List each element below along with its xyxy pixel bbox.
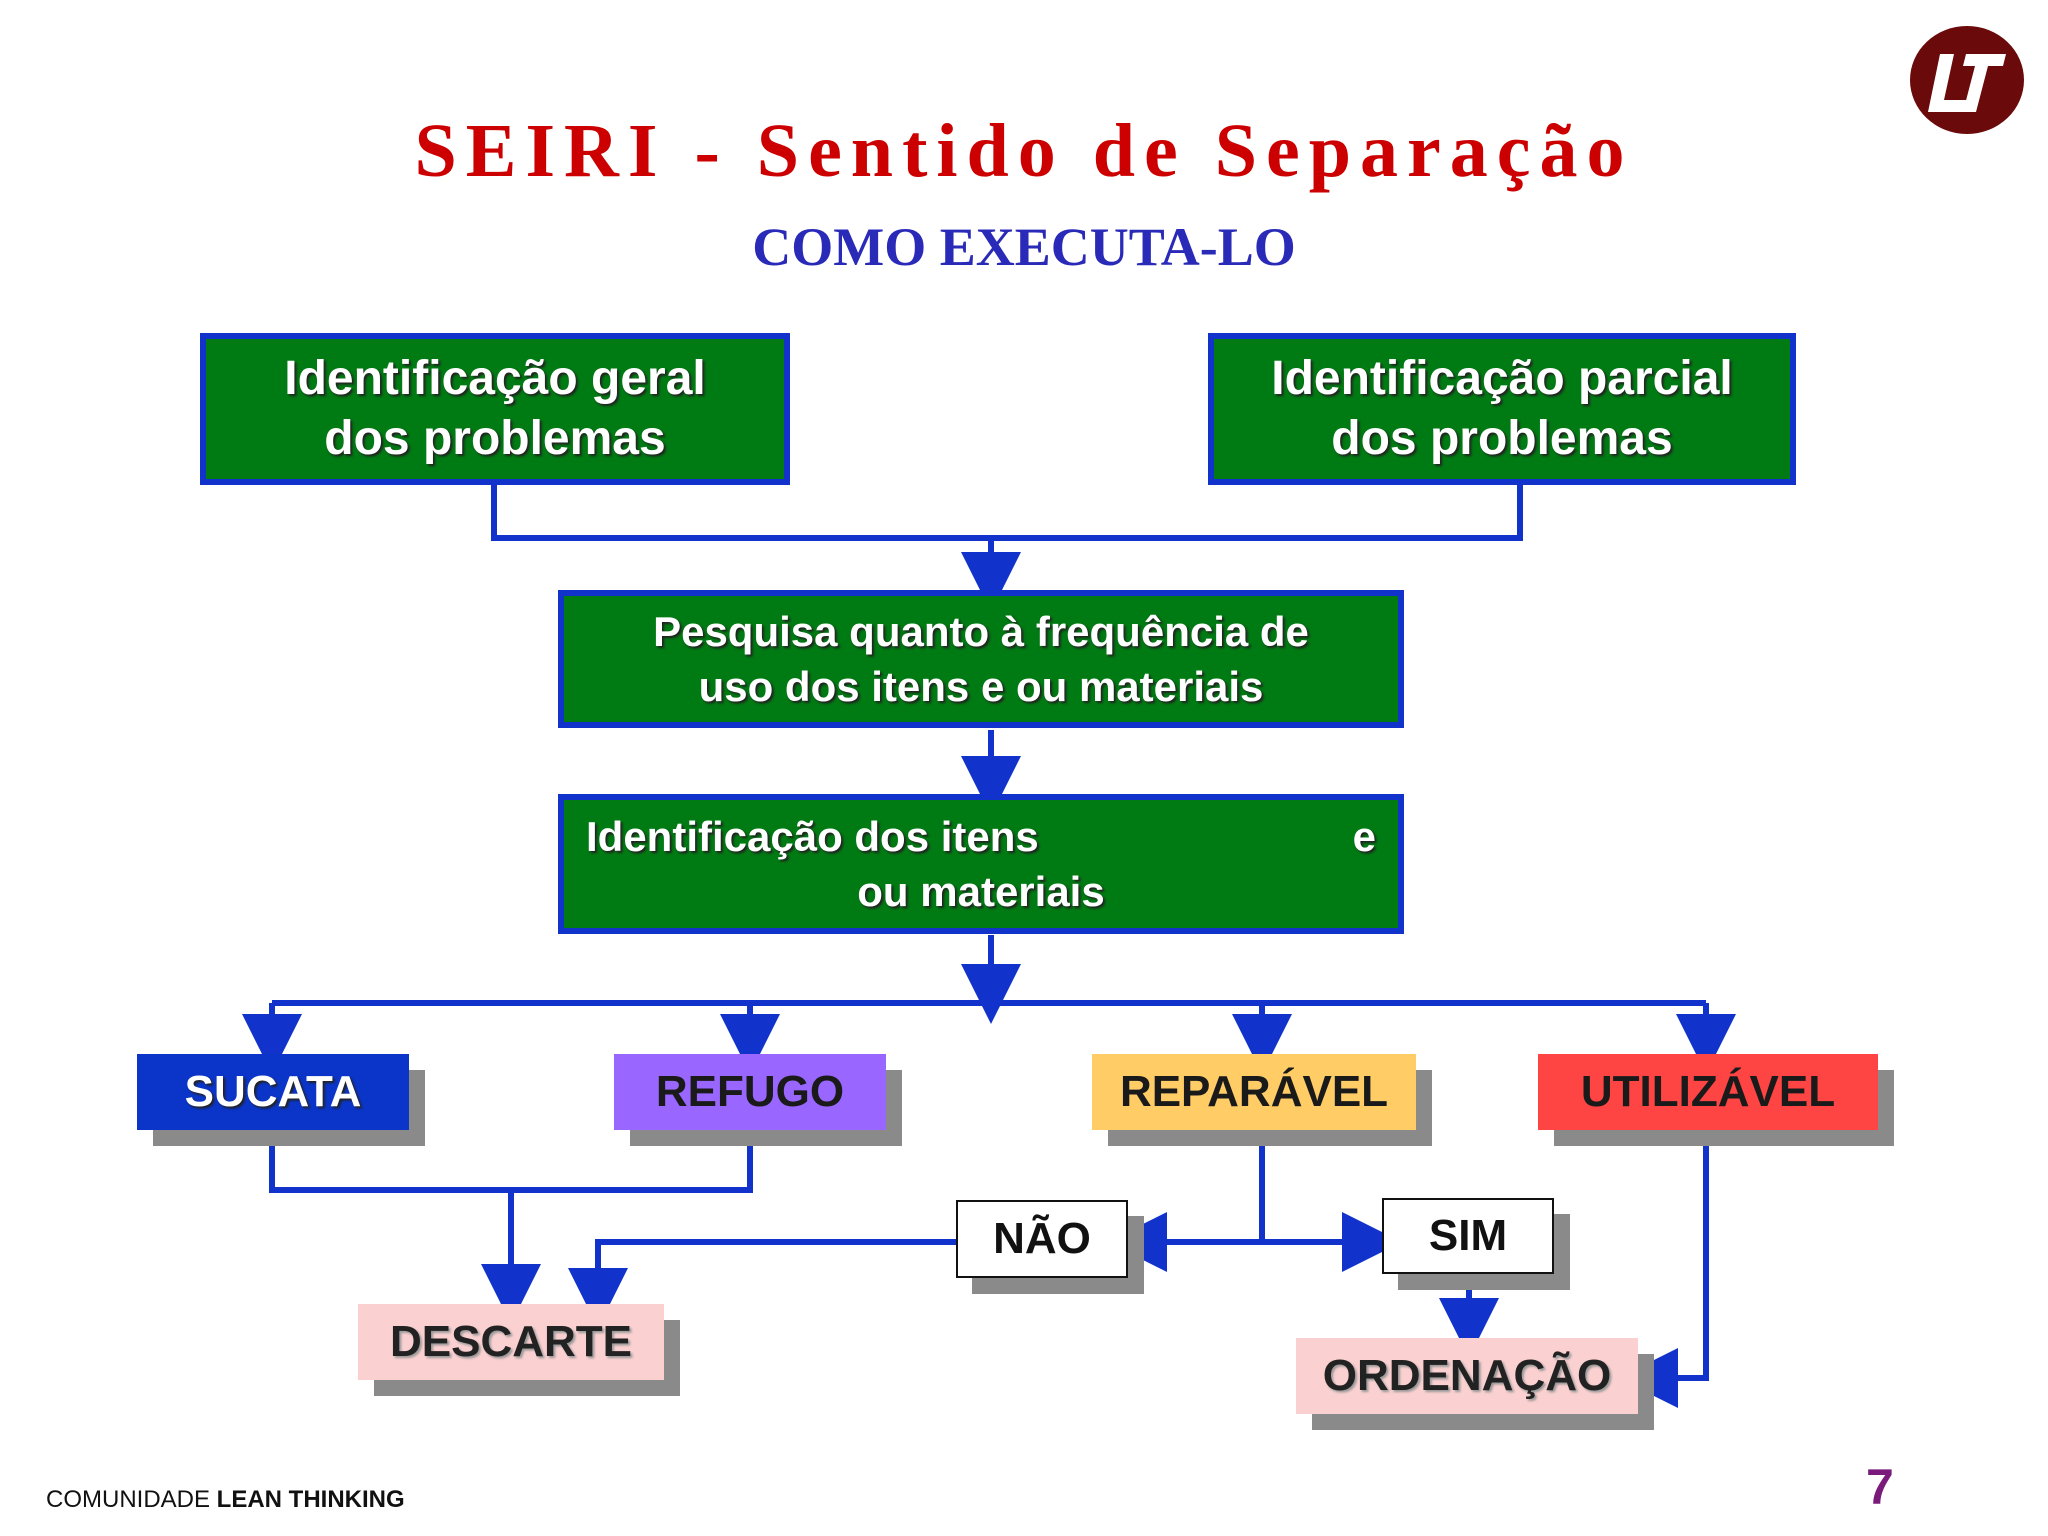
- box-pesquisa-line1: Pesquisa quanto à frequência de: [653, 608, 1309, 655]
- category-reparavel: REPARÁVEL: [1092, 1054, 1416, 1130]
- connector-parcial: [991, 485, 1523, 541]
- category-refugo-label: REFUGO: [655, 1067, 845, 1116]
- box-parcial-line1: Identificação parcial: [1271, 352, 1733, 405]
- category-utilizavel: UTILIZÁVEL: [1538, 1054, 1878, 1130]
- decision-sim: SIM: [1382, 1198, 1554, 1274]
- category-reparavel-label: REPARÁVEL: [1119, 1067, 1389, 1116]
- category-utilizavel-label: UTILIZÁVEL: [1580, 1067, 1836, 1116]
- arrow-nao-to-descarte: [568, 1239, 956, 1328]
- box-parcial-line2: dos problemas: [1331, 412, 1673, 465]
- box-identificacao-itens: Identificação dos itens e ou materiais: [558, 794, 1404, 934]
- outcome-descarte-label: DESCARTE: [389, 1317, 633, 1366]
- box-identificacao-line1b: e: [1352, 813, 1376, 860]
- connector-geral: [491, 485, 991, 541]
- category-sucata: SUCATA: [137, 1054, 409, 1130]
- category-sucata-label: SUCATA: [184, 1067, 362, 1116]
- page-number: 7: [1866, 1459, 1894, 1515]
- page-subtitle: COMO EXECUTA-LO: [752, 217, 1296, 277]
- footer-prefix: COMUNIDADE: [46, 1486, 217, 1513]
- connector-sucata-refugo: [269, 1130, 753, 1193]
- box-identificacao-line2: ou materiais: [857, 868, 1105, 915]
- outcome-descarte: DESCARTE: [358, 1304, 664, 1380]
- box-geral-line1: Identificação geral: [284, 352, 706, 405]
- arrow-utilizavel-to-ordenacao: [1618, 1142, 1709, 1408]
- footer-bold: LEAN THINKING: [216, 1486, 405, 1513]
- page-title: SEIRI - Sentido de Separação: [414, 109, 1634, 193]
- box-identificacao-line1a: Identificação dos itens: [586, 813, 1039, 860]
- outcome-ordenacao-label: ORDENAÇÃO: [1322, 1351, 1612, 1400]
- decision-nao: NÃO: [956, 1200, 1128, 1278]
- box-identificacao-geral: Identificação geral dos problemas: [200, 333, 790, 485]
- box-pesquisa-line2: uso dos itens e ou materiais: [698, 663, 1264, 710]
- lean-thinking-logo-icon: [1908, 24, 2026, 136]
- outcome-ordenacao: ORDENAÇÃO: [1296, 1338, 1638, 1414]
- category-refugo: REFUGO: [614, 1054, 886, 1130]
- decision-sim-label: SIM: [1428, 1211, 1508, 1260]
- decision-nao-label: NÃO: [993, 1214, 1091, 1263]
- box-geral-line2: dos problemas: [324, 412, 666, 465]
- footer-brand: COMUNIDADE LEAN THINKING: [46, 1486, 405, 1514]
- box-pesquisa-frequencia: Pesquisa quanto à frequência de uso dos …: [558, 590, 1404, 728]
- box-identificacao-parcial: Identificação parcial dos problemas: [1208, 333, 1796, 485]
